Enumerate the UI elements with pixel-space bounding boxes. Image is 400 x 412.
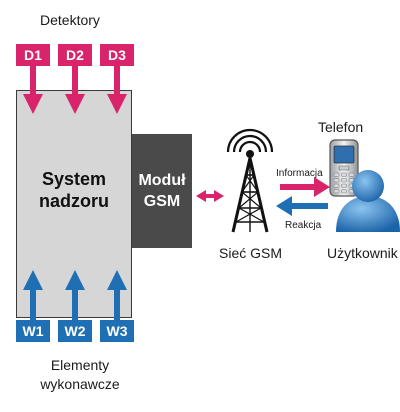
module-network-double-arrow xyxy=(196,190,224,202)
supervision-system-label-line2: nadzoru xyxy=(39,191,109,211)
executor-w2: W2 xyxy=(58,320,92,342)
detectors-title: Detektory xyxy=(40,12,100,28)
supervision-system-label: System nadzoru xyxy=(16,168,132,212)
executors-title: Elementy wykonawcze xyxy=(22,356,138,394)
reaction-arrow xyxy=(276,196,328,216)
arrow-w3 xyxy=(107,270,127,320)
arrow-w2 xyxy=(65,270,85,320)
info-arrow xyxy=(280,177,330,197)
gsm-module-label-line1: Moduł xyxy=(138,172,186,189)
reaction-label: Reakcja xyxy=(285,220,322,231)
network-label: Sieć GSM xyxy=(219,245,283,261)
supervision-system-label-line1: System xyxy=(41,169,107,189)
executor-arrows xyxy=(23,270,127,320)
executors-title-line2: wykonawcze xyxy=(40,376,120,392)
detector-arrows xyxy=(23,66,127,114)
executors-title-line1: Elementy xyxy=(50,357,110,373)
gsm-module-box xyxy=(132,134,192,248)
gsm-module-label: Moduł GSM xyxy=(132,170,192,212)
phone-label: Telefon xyxy=(318,119,364,135)
user-icon xyxy=(336,170,400,232)
info-label: Informacja xyxy=(276,168,323,179)
arrow-d3 xyxy=(107,66,127,114)
gsm-module-label-line2: GSM xyxy=(143,193,181,210)
detector-d3: D3 xyxy=(100,44,134,66)
user-label: Użytkownik xyxy=(327,245,398,261)
arrow-d2 xyxy=(65,66,85,114)
arrow-d1 xyxy=(23,66,43,114)
executor-w1: W1 xyxy=(16,320,50,342)
detector-d2: D2 xyxy=(58,44,92,66)
cell-tower-icon xyxy=(226,128,274,233)
arrow-w1 xyxy=(23,270,43,320)
executor-w3: W3 xyxy=(100,320,134,342)
detector-d1: D1 xyxy=(16,44,50,66)
